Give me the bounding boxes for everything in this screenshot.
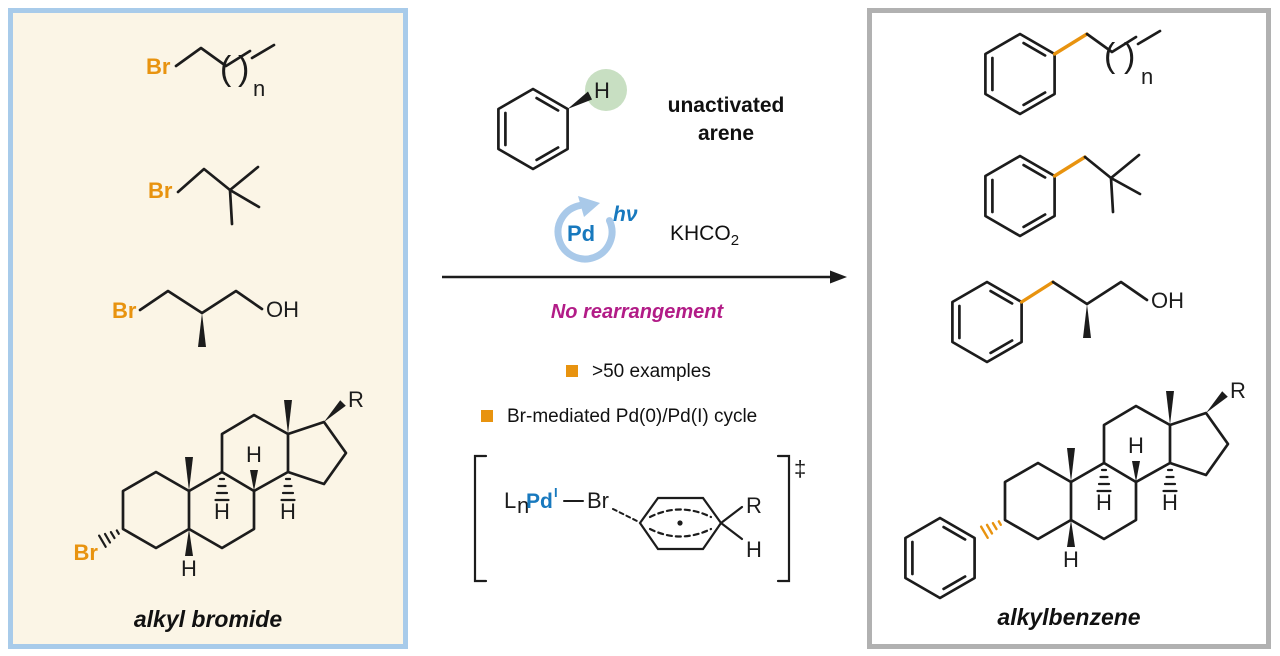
reagent-khco2: KHCO2	[670, 222, 739, 249]
h-label: H	[1096, 490, 1112, 515]
r-group-label: R	[1230, 378, 1246, 403]
pd-i-label: Pd	[526, 490, 553, 513]
br-label: Br	[146, 54, 171, 79]
arene-label-line2: arene	[697, 122, 755, 145]
arene-label-line1: unactivated	[667, 94, 785, 117]
h-label: H	[181, 556, 197, 581]
paren-close: )	[238, 50, 249, 88]
left-panel-caption: alkyl bromide	[133, 606, 283, 632]
structure-bromo-methylpropanol: Br OH	[112, 289, 299, 347]
repeat-n-label: n	[1141, 64, 1153, 89]
br-label: Br	[587, 488, 609, 513]
transition-state: ‡ L n Pd I Br R H	[473, 454, 806, 583]
double-dagger: ‡	[794, 456, 806, 481]
structure-alkyl-bromide-chain: Br ( ) n	[146, 43, 276, 101]
paren-close: )	[1124, 37, 1135, 75]
structure-phenyl-methylpropanol: OH	[951, 280, 1184, 364]
pd-catalyst-label: Pd	[567, 221, 595, 246]
r-group-label: R	[348, 387, 364, 412]
h-label: H	[1162, 490, 1178, 515]
h-label: H	[280, 499, 296, 524]
h-label: H	[246, 442, 262, 467]
reagent-main: KHCO	[670, 222, 731, 245]
unactivated-arene-label: unactivated arene	[646, 92, 806, 148]
bullet-mechanism: Br-mediated Pd(0)/Pd(I) cycle	[481, 406, 757, 428]
cycle-arrowhead	[578, 196, 600, 217]
structure-steroid-bromide: R H H H H Br	[74, 387, 364, 581]
pd-oxidation-state: I	[554, 485, 558, 500]
hash-wedge-h	[1162, 468, 1178, 493]
br-label: Br	[74, 540, 99, 565]
reagent-subscript: 2	[730, 232, 740, 250]
pd-photocycle: Pd hν	[554, 196, 638, 263]
ligand-label: L	[504, 488, 516, 513]
repeat-n-label: n	[253, 76, 265, 101]
bullet-square-icon	[481, 410, 493, 422]
bullet-examples-text: >50 examples	[592, 361, 711, 382]
br-label: Br	[148, 178, 173, 203]
bullet-square-icon	[566, 365, 578, 377]
h-label: H	[1063, 547, 1079, 572]
light-hv-label: hν	[613, 203, 638, 226]
bullet-mechanism-text: Br-mediated Pd(0)/Pd(I) cycle	[507, 406, 758, 427]
radical-dot	[677, 520, 683, 526]
hash-wedge-br	[97, 529, 120, 548]
h-label: H	[214, 499, 230, 524]
h-highlight-circle	[585, 69, 627, 111]
br-label: Br	[112, 298, 137, 323]
structure-steroid-phenyl: R H H H H	[904, 378, 1246, 600]
h-label: H	[746, 537, 762, 562]
no-rearrangement-note: No rearrangement	[550, 301, 724, 323]
hash-wedge-phenyl-orange	[979, 520, 1002, 539]
right-panel-caption: alkylbenzene	[997, 604, 1141, 630]
ligand-sub-n: n	[517, 493, 529, 518]
oh-label: OH	[266, 297, 299, 322]
structure-benzene-arene: H	[497, 69, 627, 171]
r-group-label: R	[746, 493, 762, 518]
oh-label: OH	[1151, 288, 1184, 313]
structure-neopentyl-bromide: Br	[148, 165, 261, 226]
paren-open: (	[220, 50, 232, 88]
cycle-arrow-arc	[554, 201, 616, 263]
hash-wedge-h	[214, 477, 230, 502]
reaction-arrow	[442, 270, 847, 284]
bracket-left	[473, 454, 488, 583]
paren-open: (	[1104, 37, 1116, 75]
arene-h-label: H	[594, 78, 610, 103]
bracket-right	[776, 454, 791, 583]
hash-wedge-h	[280, 477, 296, 502]
alkyl-bromide-panel	[8, 8, 408, 649]
h-label: H	[1128, 433, 1144, 458]
structure-neopentylbenzene	[984, 153, 1142, 238]
bullet-examples: >50 examples	[566, 361, 711, 383]
structure-alkylbenzene-chain: ( ) n	[984, 29, 1162, 116]
hash-wedge-h	[1096, 468, 1112, 493]
